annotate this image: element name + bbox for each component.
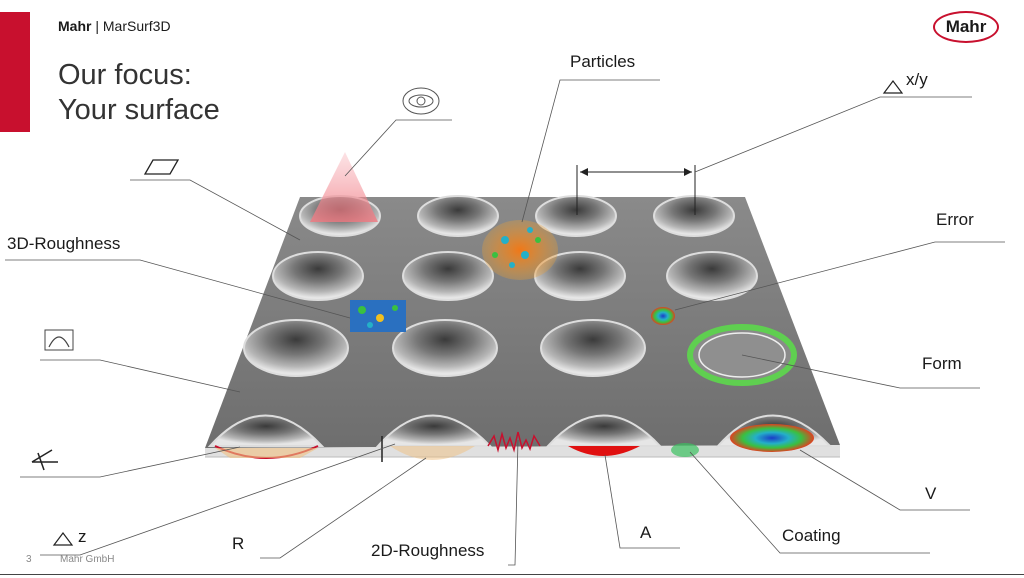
roughness-2d-trace [487, 431, 541, 453]
profile-a [568, 446, 640, 456]
label-particles: Particles [570, 52, 636, 71]
dimple [535, 195, 617, 237]
parallelogram-icon [143, 159, 180, 175]
error-spot [651, 307, 675, 325]
brand-header: Mahr | MarSurf3D [58, 18, 171, 34]
coating-glow [671, 443, 699, 457]
delta-icon [882, 80, 904, 94]
profile-hatch [215, 448, 318, 458]
dimple [272, 251, 364, 301]
title-line-1: Our focus: [58, 59, 192, 91]
dimple [417, 195, 499, 237]
brand-name: Mahr [58, 18, 92, 34]
footer-company: Mahr GmbH [60, 554, 115, 565]
product-name: | MarSurf3D [95, 18, 171, 34]
angle-icon [31, 449, 58, 471]
dimple-front [375, 414, 493, 447]
dimple [653, 195, 735, 237]
dimple [666, 251, 758, 301]
label-2d-roughness: 2D-Roughness [371, 541, 485, 560]
label-r: R [232, 534, 245, 553]
label-z: z [78, 527, 87, 546]
dimple-front [545, 414, 663, 447]
label-xy: x/y [906, 70, 928, 89]
label-v: V [925, 484, 937, 503]
label-form: Form [922, 354, 962, 373]
light-cone [310, 152, 378, 222]
dimple [392, 319, 498, 377]
dimple [540, 319, 646, 377]
page-number: 3 [26, 554, 32, 565]
label-error: Error [936, 210, 974, 229]
brand-accent-bar [0, 12, 30, 132]
dimple [402, 251, 494, 301]
arc-icon [44, 329, 74, 351]
label-3d-roughness: 3D-Roughness [7, 234, 121, 253]
label-coating: Coating [782, 526, 841, 545]
delta-icon [52, 532, 74, 546]
volume-heatmap [730, 424, 814, 452]
dimple [243, 319, 349, 377]
page-title: Our focus: Your surface [58, 58, 220, 128]
mahr-logo: Mahr [933, 11, 999, 43]
particles-cluster [482, 220, 558, 280]
title-line-2: Your surface [58, 94, 220, 126]
dimple-front [207, 414, 325, 447]
profile-2d [390, 446, 475, 460]
eye-icon [402, 87, 440, 115]
bottom-rule [0, 574, 1024, 575]
label-a: A [640, 523, 652, 542]
